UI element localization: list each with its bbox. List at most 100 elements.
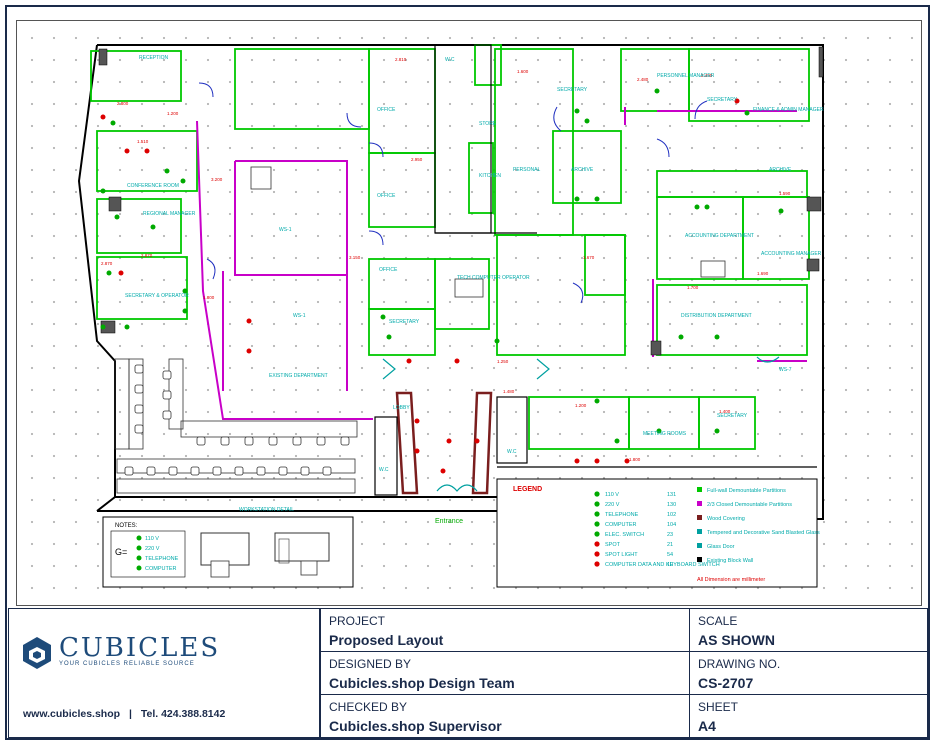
svg-text:1.690: 1.690: [757, 271, 769, 276]
room-office-2: OFFICE: [377, 193, 396, 199]
legend-material-label: Tempered and Decorative Sand Blasted Gla…: [707, 530, 820, 536]
room-wc-2: W.C: [507, 449, 517, 455]
room-secretary-4: SECRETARY: [717, 413, 748, 419]
svg-text:1.250: 1.250: [497, 359, 509, 364]
legend-symbol-icon: [594, 491, 600, 497]
svg-text:2.480: 2.480: [637, 77, 649, 82]
room-finance-manager: FINANCE & ADMIN MANAGER: [753, 107, 824, 113]
room-ws1-a: WS-1: [279, 227, 292, 233]
room-workstation-detail: WORKSTATION DETAIL: [239, 507, 294, 513]
legend-symbol-count: 23: [667, 532, 673, 538]
svg-text:2.480: 2.480: [701, 73, 713, 78]
legend-symbol-count: 102: [667, 512, 676, 518]
logo-tagline: YOUR CUBICLES RELIABLE SOURCE: [59, 661, 195, 667]
sheet-cell: SHEET A4: [689, 694, 928, 738]
legend-material-label: 2/3 Closed Demountable Partitions: [707, 502, 792, 508]
drawing-sheet: [5, 5, 930, 740]
svg-text:3.200: 3.200: [211, 177, 223, 182]
legend-symbol-icon: [594, 521, 600, 527]
legend-material-swatch: [697, 501, 702, 506]
notes-item-3: TELEPHONE: [145, 556, 179, 562]
floor-plan-svg: 2.800 1.200 1.510 3.200 2.870 2.870 1.80…: [77, 44, 824, 588]
room-existing-dept: EXISTING DEPARTMENT: [269, 373, 328, 379]
legend-symbol-count: 130: [667, 502, 676, 508]
svg-text:1.800: 1.800: [629, 457, 641, 462]
legend-symbol-label: SPOT: [605, 542, 621, 548]
glass-doors: [382, 356, 780, 492]
svg-text:2.870: 2.870: [101, 261, 113, 266]
legend-symbol-count: 10: [667, 562, 673, 568]
svg-text:1.670: 1.670: [583, 255, 595, 260]
room-archive-1: ARCHIVE: [571, 167, 594, 173]
cube-logo-icon: [23, 637, 51, 669]
svg-text:1.480: 1.480: [503, 389, 515, 394]
scale-value: AS SHOWN: [698, 632, 775, 648]
phone-number: Tel. 424.388.8142: [140, 708, 226, 720]
door-swings: [198, 82, 708, 304]
room-tech-computer: TECH COMPUTER OPERATOR: [457, 275, 530, 281]
legend-title: LEGEND: [513, 486, 542, 493]
legend-symbol-icon: [594, 561, 600, 567]
svg-text:1.800: 1.800: [203, 295, 215, 300]
room-accounting-manager: ACCOUNTING MANAGER: [761, 251, 822, 257]
notes-prefix: G=: [115, 547, 127, 557]
legend-symbol-label: COMPUTER DATA AND KEYBOARD SWITCH: [605, 562, 720, 568]
pillars: [98, 46, 824, 356]
checked-value: Cubicles.shop Supervisor: [329, 718, 502, 734]
designed-value: Cubicles.shop Design Team: [329, 675, 515, 691]
room-personal: PERSONAL: [513, 167, 540, 173]
room-wc-1: W.C: [445, 57, 455, 63]
room-secretary-operator: SECRETARY & OPERATOR: [125, 293, 189, 299]
designed-label: DESIGNED BY: [329, 657, 412, 671]
checked-label: CHECKED BY: [329, 700, 408, 714]
logo-cell: CUBICLES YOUR CUBICLES RELIABLE SOURCE w…: [8, 608, 320, 738]
room-office-3: OFFICE: [379, 267, 398, 273]
workstation-chairs: [124, 364, 350, 476]
room-regional-manager: REGIONAL MANAGER: [143, 211, 196, 217]
legend-symbol-count: 21: [667, 542, 673, 548]
room-reception: RECEPTION: [139, 55, 169, 61]
svg-text:1.510: 1.510: [137, 139, 149, 144]
svg-text:2.800: 2.800: [117, 101, 129, 106]
legend-symbol-count: 54: [667, 552, 673, 558]
logo-wordmark: CUBICLES: [59, 633, 221, 663]
legend-symbol-label: 110 V: [605, 492, 619, 498]
room-ws7: WS-7: [779, 367, 792, 373]
legend-symbol-icon: [594, 501, 600, 507]
room-lobby: LOBBY: [393, 405, 410, 411]
checked-cell: CHECKED BY Cubicles.shop Supervisor: [320, 694, 690, 738]
wood-covering: [395, 391, 493, 495]
legend-symbol-icon: [594, 511, 600, 517]
room-wc-3: W.C: [379, 467, 389, 473]
closed-partitions: [196, 107, 807, 420]
scale-label: SCALE: [698, 614, 738, 628]
legend-symbol-count: 104: [667, 522, 676, 528]
room-meeting-rooms: MEETING ROOMS: [643, 431, 687, 437]
room-store: STORE: [479, 121, 497, 127]
legend-symbol-label: TELEPHONE: [605, 512, 639, 518]
contact-separator: |: [128, 708, 132, 720]
legend-footnote: All Dimension are millimeter: [697, 577, 765, 583]
svg-text:1.200: 1.200: [167, 111, 179, 116]
room-distribution-dept: DISTRIBUTION DEPARTMENT: [681, 313, 752, 319]
legend-material-label: Full-wall Demountable Partitions: [707, 488, 786, 494]
existing-walls: [77, 44, 824, 520]
svg-text:2.950: 2.950: [411, 157, 423, 162]
project-label: PROJECT: [329, 614, 386, 628]
room-personnel-manager: PERSONNEL MANAGER: [657, 73, 715, 79]
room-conference: CONFERENCE ROOM: [127, 183, 179, 189]
room-office-1: OFFICE: [377, 107, 396, 113]
legend-material-swatch: [697, 515, 702, 520]
legend-material-swatch: [697, 487, 702, 492]
drawing-no-cell: DRAWING NO. CS-2707: [689, 651, 928, 695]
legend-material-swatch: [697, 557, 702, 562]
svg-text:2.810: 2.810: [395, 57, 407, 62]
room-secretary-2: SECRETARY: [557, 87, 588, 93]
website-link[interactable]: www.cubicles.shop: [23, 708, 121, 720]
room-labels: RECEPTION CONFERENCE ROOM REGIONAL MANAG…: [125, 55, 824, 525]
legend-material-label: Glass Door: [707, 544, 735, 550]
svg-text:1.590: 1.590: [779, 191, 791, 196]
room-accounting-dept: ACCOUNTING DEPARTMENT: [685, 233, 754, 239]
room-archive-2: ARCHIVE: [769, 167, 792, 173]
legend-material-label: Wood Covering: [707, 516, 745, 522]
